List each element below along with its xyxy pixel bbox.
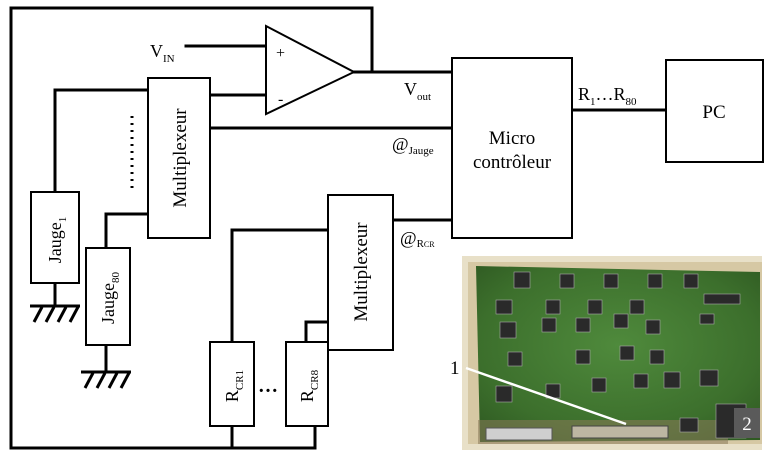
micro-label-line1: Micro — [489, 128, 535, 149]
gauge-80: Jauge80 — [86, 248, 130, 345]
rcr-ellipsis: … — [258, 375, 278, 397]
vout-label: Vout — [404, 79, 431, 103]
op-amp: + - — [266, 26, 354, 114]
op-amp-plus: + — [276, 45, 285, 62]
pcb-photo: 1 2 — [450, 256, 762, 450]
ground-icon — [81, 372, 131, 388]
gauge1-top-wire — [55, 90, 148, 192]
results-label: R1…R80 — [578, 84, 637, 108]
op-amp-minus: - — [278, 91, 283, 108]
addr-gauge-label: @Jauge — [392, 134, 434, 157]
ref-mux-label: Multiplexeur — [351, 222, 372, 322]
rcr1-resistor: RCR1 — [210, 342, 254, 426]
pc-label: PC — [702, 102, 725, 123]
pc: PC — [666, 60, 763, 162]
gauge-1: Jauge1 — [31, 192, 79, 283]
rcr8-top-wire — [306, 322, 328, 342]
gauge80-top-wire — [106, 214, 148, 248]
gauge-connector — [572, 426, 668, 438]
micro-label-line2: contrôleur — [473, 152, 552, 173]
reference-multiplexer: Multiplexeur — [328, 195, 393, 350]
addr-rcr-label: @RCR — [400, 228, 435, 250]
microcontroller: Micro contrôleur — [452, 58, 572, 238]
callout-1-label: 1 — [450, 358, 460, 379]
vin-label: VIN — [150, 41, 175, 65]
gauge-multiplexer: Multiplexeur — [148, 78, 210, 238]
rcr8-resistor: RCR8 — [286, 342, 328, 426]
rcr8-box — [286, 342, 328, 426]
gauge-mux-label: Multiplexeur — [170, 108, 191, 208]
rcr1-box — [210, 342, 254, 426]
ground-icon — [30, 306, 80, 322]
ribbon-connector — [486, 428, 552, 440]
rcr1-top-wire — [232, 230, 328, 342]
callout-2-label: 2 — [742, 414, 752, 435]
